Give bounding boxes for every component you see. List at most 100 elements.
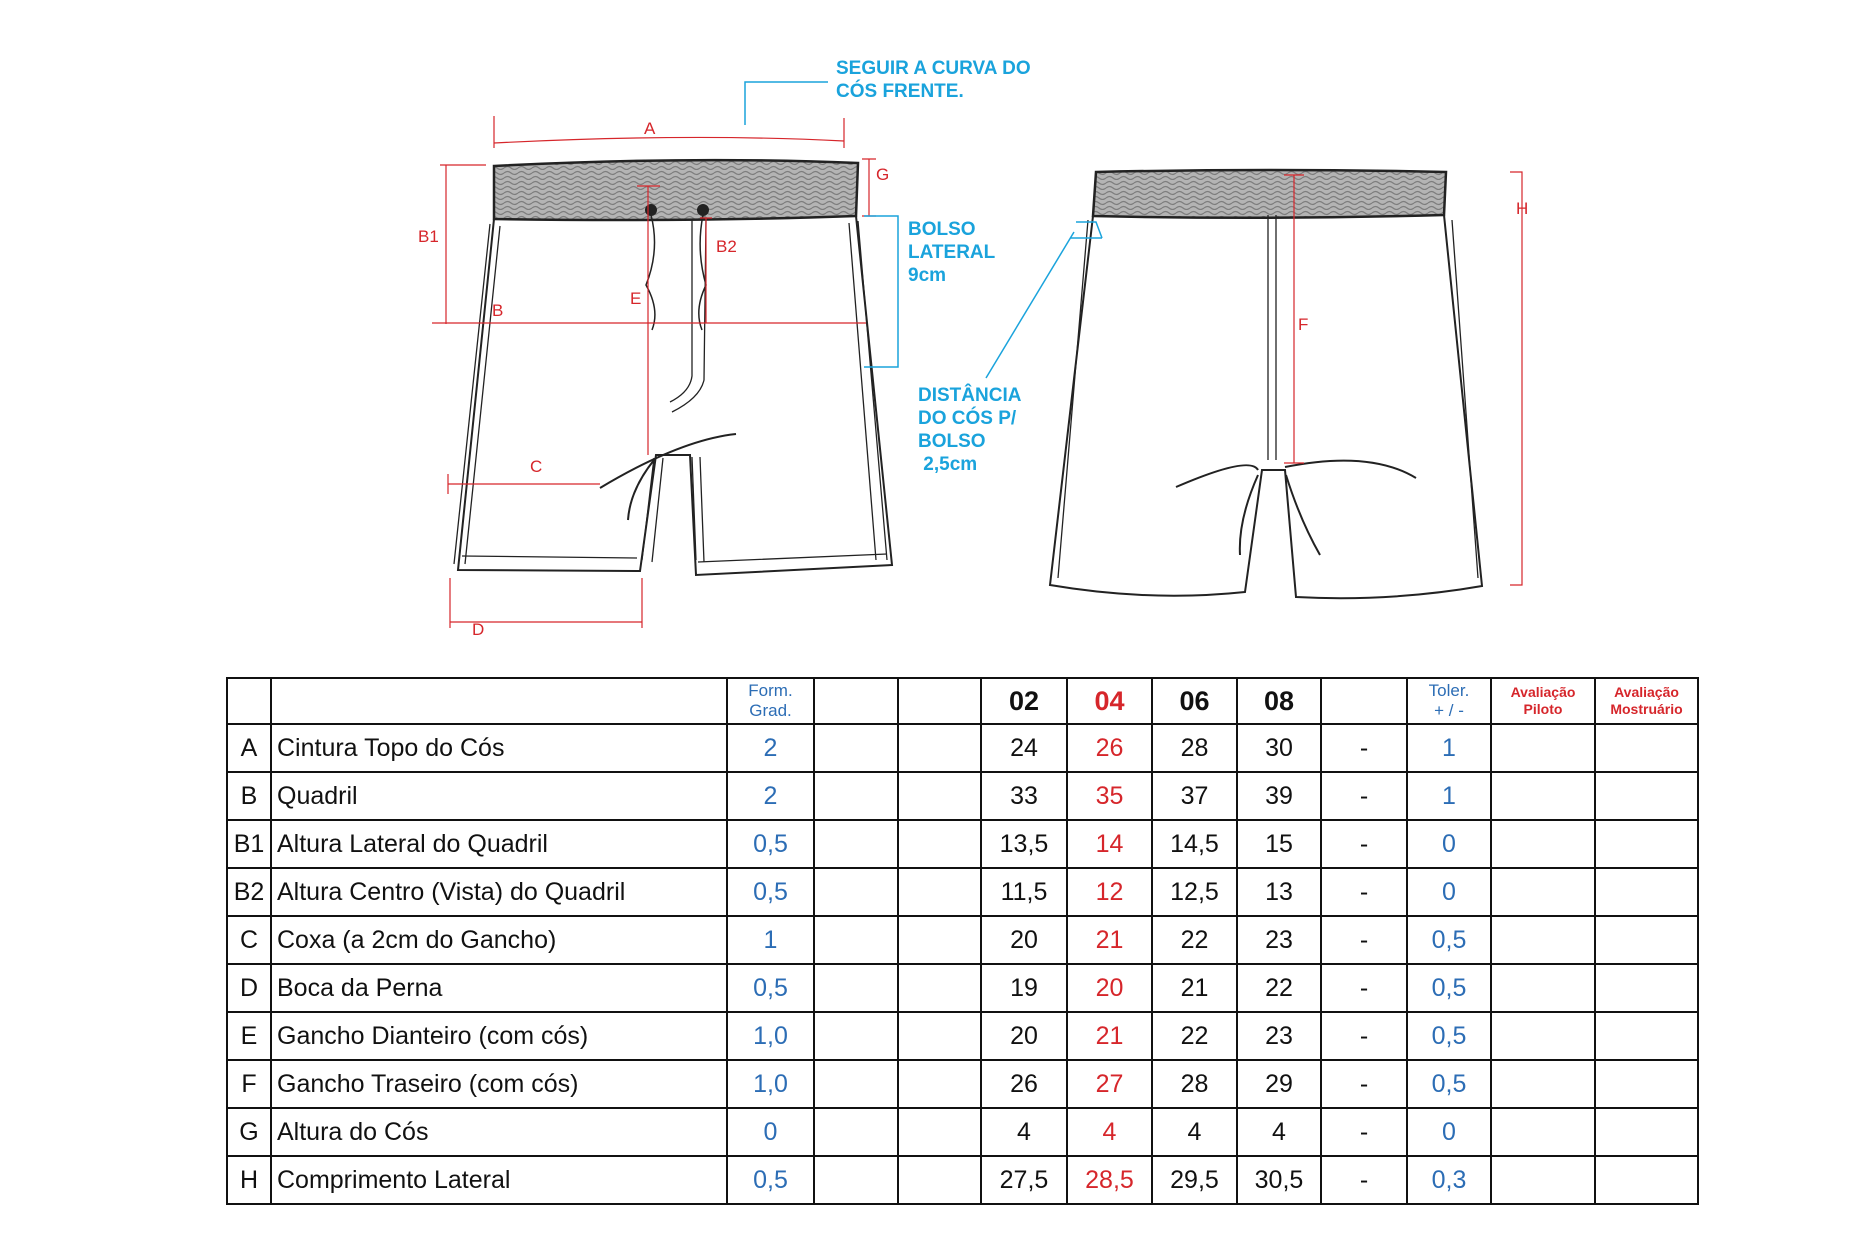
row-empty-2 <box>897 771 982 821</box>
table-header-row: Form. Grad. 02 04 06 08 Toler. + / - Ava… <box>226 677 1699 725</box>
header-code <box>226 677 272 725</box>
header-size-08: 08 <box>1236 677 1322 725</box>
row-size-06: 28 <box>1151 1059 1238 1109</box>
row-size-08: 4 <box>1236 1107 1322 1157</box>
row-dash: - <box>1320 1107 1408 1157</box>
row-size-08: 15 <box>1236 819 1322 869</box>
row-name: Coxa (a 2cm do Gancho) <box>270 915 728 965</box>
row-tolerance: 0,5 <box>1406 1011 1492 1061</box>
row-eval-pilot <box>1490 867 1596 917</box>
row-code: E <box>226 1011 272 1061</box>
row-name: Altura Centro (Vista) do Quadril <box>270 867 728 917</box>
row-dash: - <box>1320 771 1408 821</box>
label-g: G <box>876 165 889 184</box>
row-empty-2 <box>897 963 982 1013</box>
back-view <box>1048 168 1484 600</box>
row-tolerance: 0,5 <box>1406 963 1492 1013</box>
row-code: B1 <box>226 819 272 869</box>
measurement-table: Form. Grad. 02 04 06 08 Toler. + / - Ava… <box>226 677 1699 1205</box>
row-size-02: 27,5 <box>980 1155 1068 1205</box>
row-empty-2 <box>897 1107 982 1157</box>
annotation-lines <box>744 81 1103 379</box>
row-eval-showroom <box>1594 1107 1699 1157</box>
row-dash: - <box>1320 723 1408 773</box>
row-size-04: 4 <box>1066 1107 1153 1157</box>
row-tolerance: 1 <box>1406 723 1492 773</box>
row-size-02: 20 <box>980 915 1068 965</box>
row-size-08: 23 <box>1236 1011 1322 1061</box>
row-size-06: 14,5 <box>1151 819 1238 869</box>
row-empty-2 <box>897 1011 982 1061</box>
row-eval-showroom <box>1594 915 1699 965</box>
label-f: F <box>1298 315 1308 334</box>
row-empty-2 <box>897 1155 982 1205</box>
row-tolerance: 0,5 <box>1406 915 1492 965</box>
header-eval-pilot: Avaliação Piloto <box>1490 677 1596 725</box>
row-name: Quadril <box>270 771 728 821</box>
note-waist-curve: SEGUIR A CURVA DO CÓS FRENTE. <box>836 58 1031 102</box>
label-b1: B1 <box>418 227 439 246</box>
label-d: D <box>472 620 484 639</box>
row-dash: - <box>1320 1011 1408 1061</box>
row-dash: - <box>1320 915 1408 965</box>
row-size-06: 37 <box>1151 771 1238 821</box>
row-tolerance: 0,3 <box>1406 1155 1492 1205</box>
row-eval-pilot <box>1490 963 1596 1013</box>
row-size-02: 4 <box>980 1107 1068 1157</box>
row-code: D <box>226 963 272 1013</box>
row-size-02: 33 <box>980 771 1068 821</box>
row-empty-1 <box>813 963 899 1013</box>
row-size-06: 4 <box>1151 1107 1238 1157</box>
row-code: B <box>226 771 272 821</box>
row-empty-2 <box>897 915 982 965</box>
row-size-08: 23 <box>1236 915 1322 965</box>
row-size-04: 28,5 <box>1066 1155 1153 1205</box>
row-size-06: 28 <box>1151 723 1238 773</box>
header-empty-3 <box>1320 677 1408 725</box>
row-name: Comprimento Lateral <box>270 1155 728 1205</box>
row-size-02: 26 <box>980 1059 1068 1109</box>
row-eval-pilot <box>1490 819 1596 869</box>
row-eval-showroom <box>1594 963 1699 1013</box>
row-code: A <box>226 723 272 773</box>
row-empty-1 <box>813 915 899 965</box>
note-pocket-distance: DISTÂNCIA DO CÓS P/ BOLSO 2,5cm <box>918 385 1022 475</box>
row-eval-pilot <box>1490 1059 1596 1109</box>
row-dash: - <box>1320 867 1408 917</box>
row-dash: - <box>1320 1059 1408 1109</box>
row-size-02: 11,5 <box>980 867 1068 917</box>
row-grading: 0,5 <box>726 867 815 917</box>
header-empty-2 <box>897 677 982 725</box>
row-size-02: 13,5 <box>980 819 1068 869</box>
row-tolerance: 0 <box>1406 1107 1492 1157</box>
row-grading: 0 <box>726 1107 815 1157</box>
header-form-grad: Form. Grad. <box>726 677 815 725</box>
row-tolerance: 0,5 <box>1406 1059 1492 1109</box>
row-code: F <box>226 1059 272 1109</box>
label-b2: B2 <box>716 237 737 256</box>
row-size-04: 21 <box>1066 1011 1153 1061</box>
label-h: H <box>1516 199 1528 218</box>
row-dash: - <box>1320 819 1408 869</box>
row-tolerance: 1 <box>1406 771 1492 821</box>
row-eval-pilot <box>1490 723 1596 773</box>
row-empty-1 <box>813 819 899 869</box>
technical-drawing: A G B1 B2 B E C D F H <box>418 81 1528 639</box>
row-eval-showroom <box>1594 1059 1699 1109</box>
row-eval-pilot <box>1490 1155 1596 1205</box>
row-eval-showroom <box>1594 1011 1699 1061</box>
row-grading: 0,5 <box>726 819 815 869</box>
row-name: Altura do Cós <box>270 1107 728 1157</box>
row-empty-2 <box>897 1059 982 1109</box>
row-name: Cintura Topo do Cós <box>270 723 728 773</box>
row-grading: 0,5 <box>726 963 815 1013</box>
row-grading: 0,5 <box>726 1155 815 1205</box>
row-name: Altura Lateral do Quadril <box>270 819 728 869</box>
header-tolerance: Toler. + / - <box>1406 677 1492 725</box>
front-view <box>453 158 894 577</box>
label-c: C <box>530 457 542 476</box>
row-grading: 1,0 <box>726 1011 815 1061</box>
